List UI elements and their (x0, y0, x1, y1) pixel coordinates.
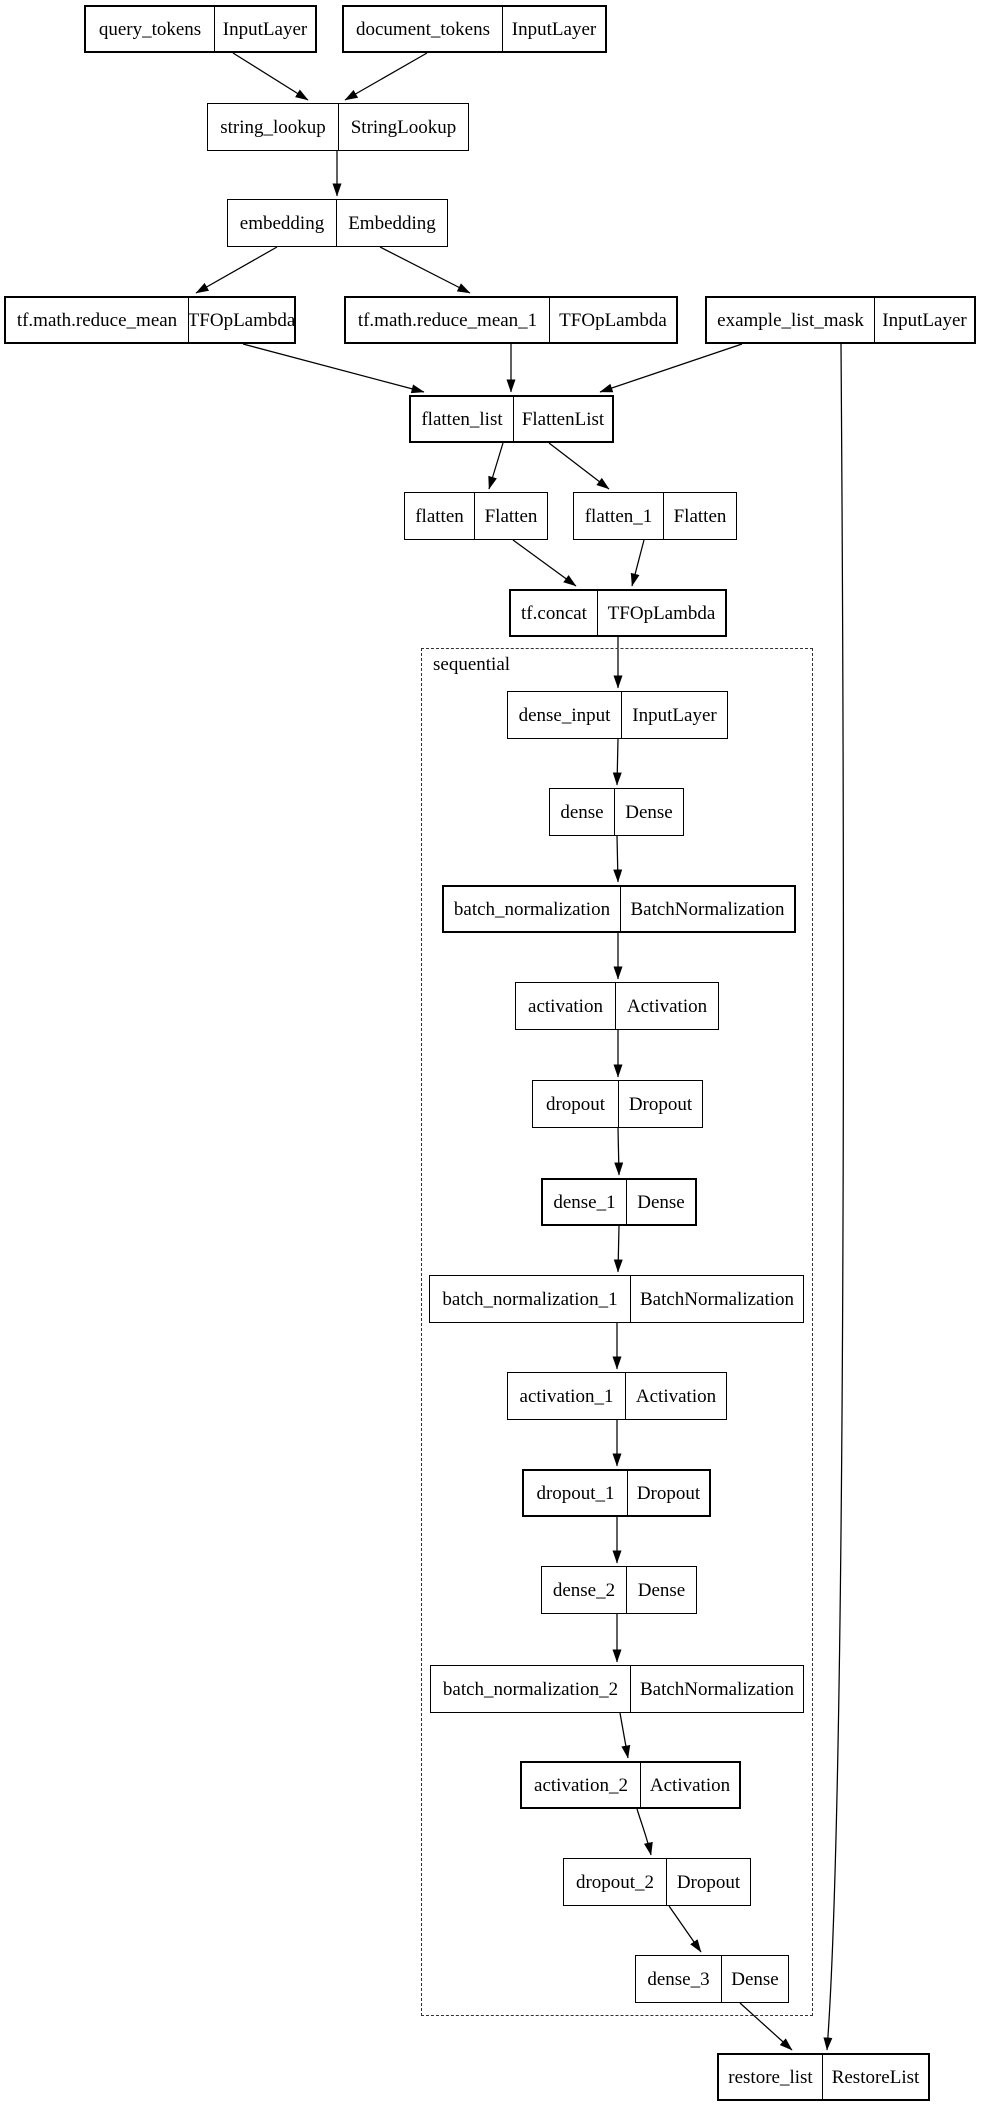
node-type-cell: BatchNormalization (639, 1678, 795, 1700)
node-type-cell: InputLayer (882, 309, 967, 331)
node-type-cell: Dropout (676, 1871, 741, 1893)
node-embedding: embedding Embedding (227, 199, 448, 247)
edge-flatten_1-to-tf.concat (630, 539, 645, 587)
edge-embedding-to-tf.math.reduce_mean_1 (379, 246, 471, 294)
edge-example_list_mask-to-restore_list (823, 343, 844, 2051)
node-label-cell: flatten_1 (574, 493, 664, 539)
node-dense_2: dense_2 Dense (541, 1566, 697, 1614)
edge-example_list_mask-to-flatten_list (599, 343, 743, 393)
node-type-cell: Embedding (348, 212, 436, 234)
node-dropout: dropout Dropout (532, 1080, 703, 1128)
node-type-cell: BatchNormalization (630, 898, 785, 920)
cluster-label: sequential (433, 654, 511, 675)
node-label-cell: document_tokens (344, 7, 503, 51)
node-label-cell: activation_1 (508, 1373, 626, 1419)
node-label-cell: restore_list (719, 2055, 823, 2099)
node-label-cell: batch_normalization_2 (431, 1666, 631, 1712)
node-dropout_2: dropout_2 Dropout (563, 1858, 751, 1906)
node-dense: dense Dense (549, 788, 684, 836)
node-label-cell: tf.concat (511, 591, 598, 635)
node-tf.math.reduce_mean_1: tf.math.reduce_mean_1 TFOpLambda (344, 296, 678, 344)
node-activation_1: activation_1 Activation (507, 1372, 727, 1420)
node-type-cell: TFOpLambda (559, 309, 667, 331)
node-document_tokens: document_tokens InputLayer (342, 5, 607, 53)
node-label-cell: dropout_2 (564, 1859, 667, 1905)
node-type-cell: Activation (649, 1774, 731, 1796)
edge-flatten_list-to-flatten_1 (548, 442, 610, 490)
node-flatten_1: flatten_1 Flatten (573, 492, 737, 540)
node-label-cell: dense (550, 789, 615, 835)
node-restore_list: restore_list RestoreList (717, 2053, 930, 2101)
edge-flatten-to-tf.concat (512, 539, 577, 587)
node-type-cell: Dense (637, 1191, 685, 1213)
node-label-cell: tf.math.reduce_mean (6, 298, 189, 342)
node-batch_normalization_1: batch_normalization_1 BatchNormalization (429, 1275, 804, 1323)
node-example_list_mask: example_list_mask InputLayer (705, 296, 976, 344)
node-dense_3: dense_3 Dense (635, 1955, 789, 2003)
sequential-cluster: sequential (421, 648, 813, 2016)
node-tf.concat: tf.concat TFOpLambda (509, 589, 727, 637)
node-type-cell: TFOpLambda (189, 309, 294, 331)
node-label-cell: dropout (533, 1081, 619, 1127)
node-label-cell: activation_2 (522, 1763, 641, 1807)
node-flatten_list: flatten_list FlattenList (409, 395, 614, 443)
node-type-cell: Activation (635, 1385, 717, 1407)
edge-embedding-to-tf.math.reduce_mean (195, 246, 278, 294)
node-label-cell: flatten (405, 493, 475, 539)
node-label-cell: dropout_1 (524, 1471, 628, 1515)
edge-query_tokens-to-string_lookup (232, 52, 309, 101)
edge-tf.math.reduce_mean-to-flatten_list (242, 343, 425, 394)
node-type-cell: Flatten (484, 505, 538, 527)
node-type-cell: TFOpLambda (607, 602, 716, 624)
node-type-cell: StringLookup (350, 116, 457, 138)
node-label-cell: dense_2 (542, 1567, 627, 1613)
node-type-cell: Dense (637, 1579, 686, 1601)
node-type-cell: Dense (731, 1968, 779, 1990)
node-batch_normalization_2: batch_normalization_2 BatchNormalization (430, 1665, 804, 1713)
node-type-cell: InputLayer (511, 18, 597, 40)
node-label-cell: example_list_mask (707, 298, 875, 342)
node-activation_2: activation_2 Activation (520, 1761, 741, 1809)
node-label-cell: flatten_list (411, 397, 514, 441)
node-batch_normalization: batch_normalization BatchNormalization (442, 885, 796, 933)
node-label-cell: dense_3 (636, 1956, 722, 2002)
node-label-cell: dense_1 (543, 1180, 627, 1224)
node-type-cell: FlattenList (521, 408, 605, 430)
edge-document_tokens-to-string_lookup (344, 52, 428, 101)
node-label-cell: embedding (228, 200, 337, 246)
node-flatten: flatten Flatten (404, 492, 548, 540)
node-type-cell: RestoreList (831, 2066, 920, 2088)
node-type-cell: Dense (625, 801, 673, 823)
node-label-cell: query_tokens (86, 7, 215, 51)
node-type-cell: InputLayer (632, 704, 717, 726)
node-label-cell: batch_normalization (444, 887, 621, 931)
node-label-cell: tf.math.reduce_mean_1 (346, 298, 550, 342)
node-type-cell: Dropout (628, 1093, 693, 1115)
node-type-cell: Dropout (636, 1482, 701, 1504)
node-activation: activation Activation (515, 982, 719, 1030)
node-dense_1: dense_1 Dense (541, 1178, 697, 1226)
node-type-cell: Activation (626, 995, 708, 1017)
node-label-cell: batch_normalization_1 (430, 1276, 631, 1322)
node-type-cell: InputLayer (222, 18, 308, 40)
node-type-cell: Flatten (673, 505, 727, 527)
node-string_lookup: string_lookup StringLookup (207, 103, 469, 151)
node-query_tokens: query_tokens InputLayer (84, 5, 317, 53)
node-label-cell: dense_input (508, 692, 622, 738)
node-type-cell: BatchNormalization (639, 1288, 795, 1310)
edge-flatten_list-to-flatten (488, 442, 504, 490)
node-label-cell: string_lookup (208, 104, 339, 150)
node-dense_input: dense_input InputLayer (507, 691, 728, 739)
node-label-cell: activation (516, 983, 616, 1029)
node-dropout_1: dropout_1 Dropout (522, 1469, 711, 1517)
